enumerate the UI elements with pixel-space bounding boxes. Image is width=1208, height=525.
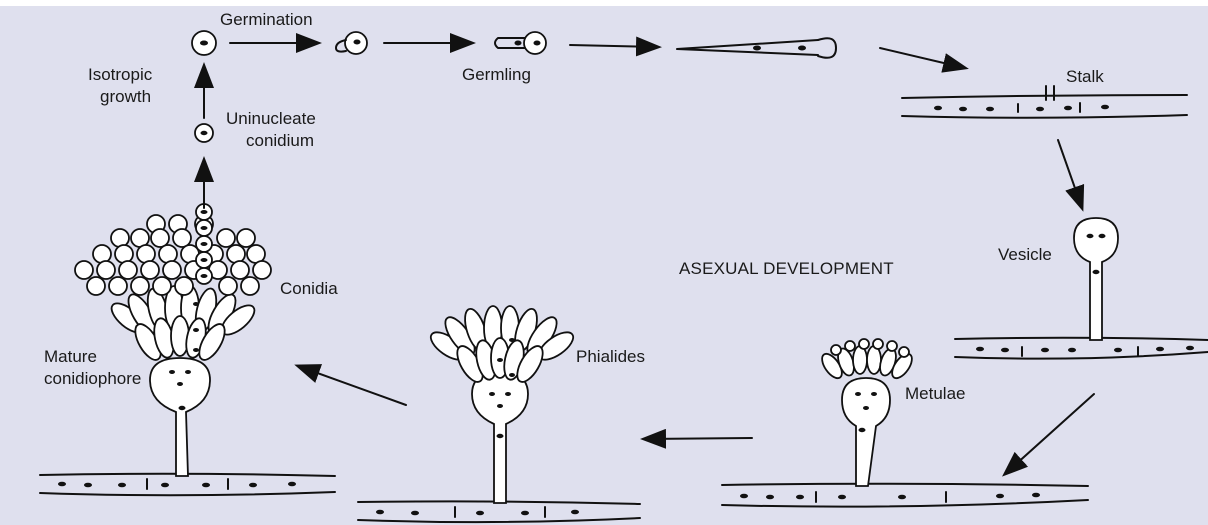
- label-mature-line2: conidiophore: [44, 369, 141, 388]
- conidium-spore: [159, 245, 177, 263]
- conidium-spore: [217, 229, 235, 247]
- conidium-nucleus: [201, 258, 208, 262]
- label-phialides: Phialides: [576, 347, 645, 366]
- label-stalk: Stalk: [1066, 67, 1104, 86]
- label-germination: Germination: [220, 10, 313, 29]
- conidium-spore: [93, 245, 111, 263]
- conidium-spore: [237, 229, 255, 247]
- label-uninucleate-line2: conidium: [246, 131, 314, 150]
- conidium-spore: [75, 261, 93, 279]
- conidium-spore: [115, 245, 133, 263]
- conidium-spore: [163, 261, 181, 279]
- conidium-nucleus: [201, 274, 208, 278]
- diagram-title: ASEXUAL DEVELOPMENT: [679, 259, 894, 278]
- conidium-spore: [241, 277, 259, 295]
- label-metulae: Metulae: [905, 384, 965, 403]
- conidium-nucleus: [201, 210, 208, 214]
- conidium-spore: [119, 261, 137, 279]
- conidium-spore: [227, 245, 245, 263]
- arrow-to-phialides: [644, 438, 752, 439]
- conidium-spore: [141, 261, 159, 279]
- conidium-spore: [153, 277, 171, 295]
- conidium-spore: [97, 261, 115, 279]
- label-uninucleate-line1: Uninucleate: [226, 109, 316, 128]
- conidium-nucleus: [201, 226, 208, 230]
- label-isotropic-line2: growth: [100, 87, 151, 106]
- label-vesicle: Vesicle: [998, 245, 1052, 264]
- label-conidia: Conidia: [280, 279, 338, 298]
- conidium-spore: [87, 277, 105, 295]
- conidium-spore: [253, 261, 271, 279]
- conidium-spore: [109, 277, 127, 295]
- conidium-spore: [175, 277, 193, 295]
- conidium-nucleus: [201, 242, 208, 246]
- label-mature-line1: Mature: [44, 347, 97, 366]
- conidium-spore: [231, 261, 249, 279]
- label-isotropic-line1: Isotropic: [88, 65, 153, 84]
- conidium-spore: [137, 245, 155, 263]
- conidium-spore: [219, 277, 237, 295]
- conidium-isotropic: [192, 31, 216, 55]
- label-germling: Germling: [462, 65, 531, 84]
- conidium-spore: [111, 229, 129, 247]
- conidium-spore: [131, 277, 149, 295]
- uninucleate-conidium-cell: [195, 124, 213, 142]
